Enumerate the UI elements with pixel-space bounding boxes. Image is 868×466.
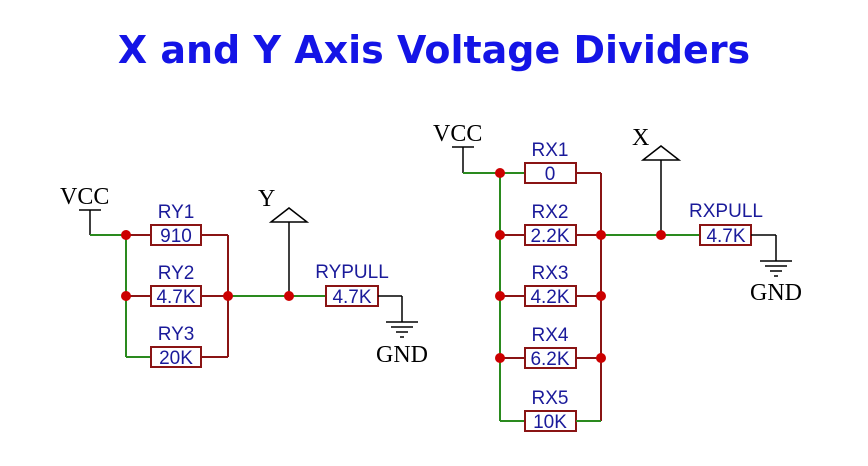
resistor-rx1: RX1 0 (500, 140, 601, 185)
ry2-ref: RY2 (158, 263, 195, 284)
ry3-value: 20K (159, 348, 193, 369)
x-vcc-label: VCC (433, 121, 482, 147)
junction-dot (495, 353, 505, 363)
junction-dot (284, 291, 294, 301)
junction-dot (596, 353, 606, 363)
y-gnd-symbol (386, 296, 418, 338)
diagram-title: X and Y Axis Voltage Dividers (117, 28, 751, 72)
ry2-value: 4.7K (156, 287, 195, 308)
rx5-value: 10K (533, 412, 567, 433)
rxpull-ref: RXPULL (689, 201, 763, 222)
rx1-value: 0 (545, 164, 556, 185)
ry3-ref: RY3 (158, 324, 195, 345)
y-gnd-label: GND (376, 342, 428, 368)
rx1-ref: RX1 (532, 140, 569, 161)
junction-dot (495, 230, 505, 240)
resistor-rx2: RX2 2.2K (500, 202, 601, 247)
junction-dot (596, 230, 606, 240)
rx5-ref: RX5 (532, 388, 569, 409)
rxpull-value: 4.7K (706, 226, 745, 247)
rypull-ref: RYPULL (315, 262, 389, 283)
junction-dot (495, 168, 505, 178)
rypull-value: 4.7K (332, 287, 371, 308)
resistor-ry2: RY2 4.7K (126, 263, 228, 308)
ry1-ref: RY1 (158, 202, 195, 223)
junction-dot (596, 291, 606, 301)
junction-dot (495, 291, 505, 301)
rx3-value: 4.2K (530, 287, 569, 308)
ry1-value: 910 (160, 226, 192, 247)
x-gnd-label: GND (750, 280, 802, 306)
resistor-rxpull: RXPULL 4.7K (689, 201, 776, 247)
x-output-label: X (632, 125, 649, 151)
junction-dot (121, 291, 131, 301)
rx4-value: 6.2K (530, 349, 569, 370)
resistor-rypull: RYPULL 4.7K (315, 262, 402, 308)
x-gnd-symbol (760, 235, 792, 277)
y-output-label: Y (258, 186, 275, 212)
rx4-ref: RX4 (532, 325, 569, 346)
resistor-rx3: RX3 4.2K (500, 263, 601, 308)
junction-dot (223, 291, 233, 301)
rx2-value: 2.2K (530, 226, 569, 247)
junction-dot (656, 230, 666, 240)
resistor-ry1: RY1 910 (126, 202, 228, 247)
resistor-ry3: RY3 20K (126, 324, 228, 369)
y-divider-circuit: VCC RY1 910 RY2 4.7K RY3 (60, 184, 428, 369)
rx3-ref: RX3 (532, 263, 569, 284)
resistor-rx4: RX4 6.2K (500, 325, 601, 370)
junction-dot (121, 230, 131, 240)
y-port-triangle (268, 207, 310, 223)
resistor-rx5: RX5 10K (500, 388, 601, 433)
x-divider-circuit: VCC RX1 0 RX2 2.2K RX3 4 (433, 121, 802, 433)
y-vcc-label: VCC (60, 184, 109, 210)
rx2-ref: RX2 (532, 202, 569, 223)
